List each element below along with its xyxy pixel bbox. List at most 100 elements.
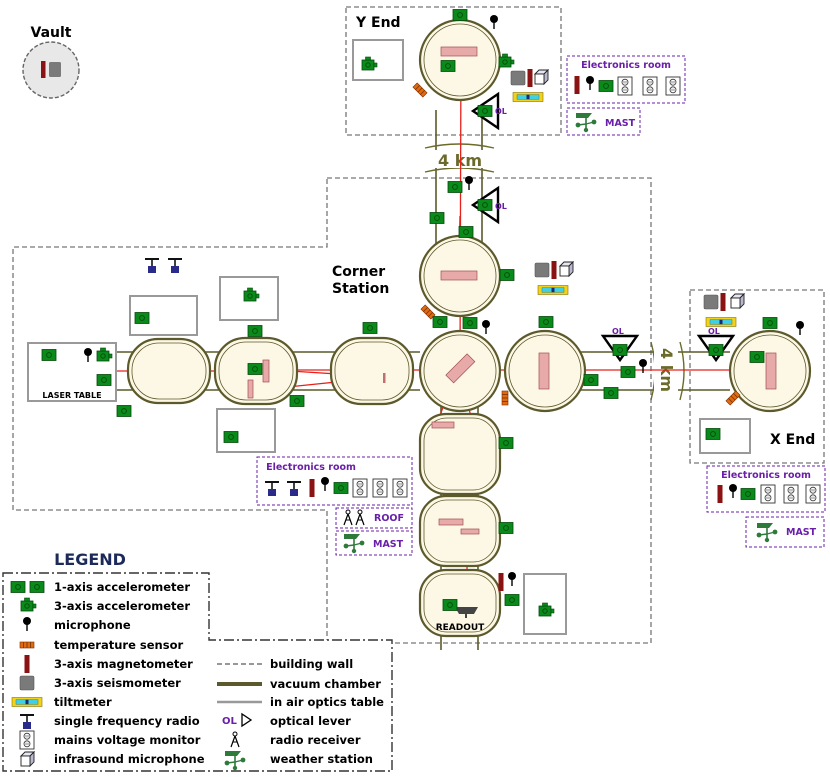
seismometer-icon [510,70,526,86]
infrasound-icon [730,293,745,309]
magnetometer-icon [551,261,557,279]
temperature-sensor-icon [19,641,35,649]
accelerometer-1axis-icon [29,581,45,593]
acc1-icon [447,181,463,193]
acc1-icon [499,269,515,281]
seismometer-icon [703,294,719,310]
microphone-icon [489,14,499,30]
acc1-icon [504,594,520,606]
temperature-sensor-icon [501,390,509,406]
corner-y-ol-label: OL [495,202,507,211]
radio-icon [144,258,160,274]
table-west-lower [216,408,276,453]
corner-electronics-room: Electronics room [256,456,413,506]
mains-monitor-icon [372,478,388,498]
x-end-mast-label: MAST [786,527,817,538]
magnetometer-icon [527,69,533,87]
seismometer-icon [19,675,35,691]
x-end-label: X End [770,432,815,448]
tiltmeter-icon [537,285,569,295]
acc1-icon [620,366,636,378]
y-end-mast-label: MAST [605,118,636,129]
legend-label: single frequency radio [54,714,200,728]
chamber-etmy [418,18,502,102]
x-arm-gap [654,344,678,398]
acc1-icon [41,349,57,361]
acc1-icon [598,80,614,92]
magnetometer-icon [717,485,723,503]
corner-station-wall [12,177,652,644]
legend-label: mains voltage monitor [54,733,201,747]
corner-station-label-2: Station [332,281,389,297]
acc1-icon [477,105,493,117]
mains-monitor-icon [392,478,408,498]
tiltmeter-icon [512,92,544,102]
acc1-icon [223,431,239,443]
chamber-readout [418,568,502,638]
y-end-electronics-label: Electronics room [581,60,671,71]
acc1-icon [458,226,474,238]
legend-label: in air optics table [270,695,384,709]
laser-table-label: LASER TABLE [42,391,101,400]
x-end-ol-label: OL [708,327,720,336]
magnetometer-icon [498,573,504,591]
acc1-icon [289,395,305,407]
corner-x-ol-label: OL [612,327,624,336]
legend-right-icons: OL [217,663,262,772]
acc1-icon [432,316,448,328]
microphone-icon [481,319,491,335]
y-end-electronics-room: Electronics room [566,55,686,104]
chamber-west-1 [126,337,212,405]
acc1-icon [462,317,478,329]
mains-monitor-icon [665,76,681,96]
chamber-south-2 [418,494,502,568]
acc1-icon [477,199,493,211]
accelerometer-1axis-icon [10,581,26,593]
acc1-icon [362,322,378,334]
legend-label: 3-axis accelerometer [54,599,190,613]
table-west-upper-2 [219,276,279,321]
readout-label: READOUT [436,623,485,633]
x-end-electronics-room: Electronics room [706,465,826,513]
infrasound-icon [559,261,574,277]
mains-monitor-icon [642,76,658,96]
legend-label: infrasound microphone [54,752,205,766]
y-end-wall [345,6,562,136]
corner-roof: ROOF [335,507,413,529]
legend-label: 3-axis magnetometer [54,657,193,671]
magnetometer-icon [309,479,315,497]
acc1-icon [498,437,514,449]
infrasound-icon [534,69,549,85]
acc3-icon [498,53,515,68]
vault-magnetometer [41,61,46,78]
microphone-icon [464,175,474,191]
acc1-icon [333,482,349,494]
mains-monitor-icon [617,76,633,96]
x-end-electronics-label: Electronics room [721,470,811,481]
acc1-icon [116,405,132,417]
acc1-icon [538,316,554,328]
legend-right-labels: building wall vacuum chamber in air opti… [270,657,384,766]
legend-label: building wall [270,657,353,671]
legend: LEGEND 1-axis accelerometer 3-axis accel… [2,550,393,772]
y-arm-break [424,143,495,173]
corner-roof-label: ROOF [374,513,404,524]
magnetometer-icon [574,76,580,94]
vault [22,41,80,99]
acc1-icon [583,374,599,386]
acc1-icon [452,9,468,21]
legend-label: temperature sensor [54,638,183,652]
mains-monitor-icon [783,484,799,504]
seismometer-icon [534,262,550,278]
temperature-sensor-icon [412,82,428,98]
legend-label: microphone [54,618,131,632]
tiltmeter-icon [705,317,737,327]
legend-label: tiltmeter [54,695,112,709]
acc1-icon [612,344,628,356]
acc1-icon [603,387,619,399]
legend-label: 3-axis seismometer [54,676,181,690]
tiltmeter-icon [11,697,43,707]
mains-monitor-icon [805,484,821,504]
